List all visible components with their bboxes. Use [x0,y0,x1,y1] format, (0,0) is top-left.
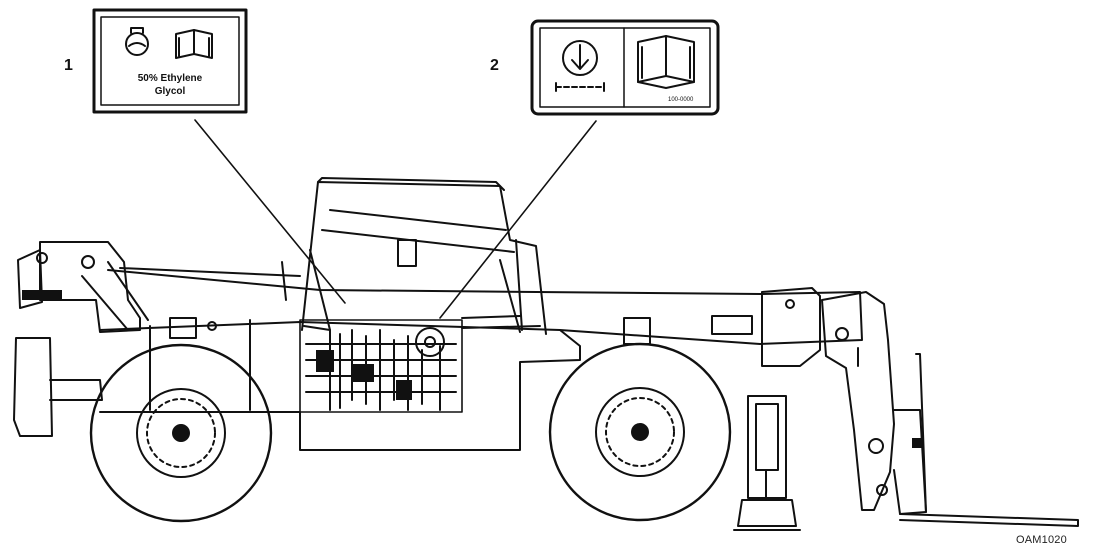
figure-id: OAM1020 [1016,534,1067,546]
front-axle-cap [623,317,651,345]
manual-book-icon [637,35,695,89]
chassis [99,321,581,451]
front-wheel [548,342,732,522]
decal-2-part-number: 100-0000 [668,97,694,103]
fork-tine [899,513,1079,527]
coolant-bulb-icon [125,27,149,56]
fuel-cap [169,317,197,339]
decal-2 [530,19,720,116]
decal-1-text: 50% Ethylene Glycol [101,72,239,98]
callout-number-2: 2 [490,57,499,74]
cab-handle [397,239,417,267]
manual-book-icon [175,29,213,59]
cab-frame [301,181,547,335]
stabilizer [733,395,801,531]
decal-1-text-line1: 50% Ethylene [137,73,203,84]
fork-carriage [761,287,1079,527]
lower-arrow-icon [555,40,605,92]
callout-number-1: 1 [64,57,73,74]
decal-1 [92,8,248,114]
decal-1-text-line2: Glycol [154,86,186,97]
leader-line-2 [439,120,597,319]
boom [107,269,863,345]
telehandler-machine [13,177,1079,531]
rear-wheel [89,343,273,523]
coolant-reservoir [415,327,445,357]
leader-line-1 [194,119,346,304]
rear-frame [39,241,141,333]
boom-label-plate [711,315,753,335]
engine-compartment [299,315,541,413]
rear-counterweight [13,337,53,437]
